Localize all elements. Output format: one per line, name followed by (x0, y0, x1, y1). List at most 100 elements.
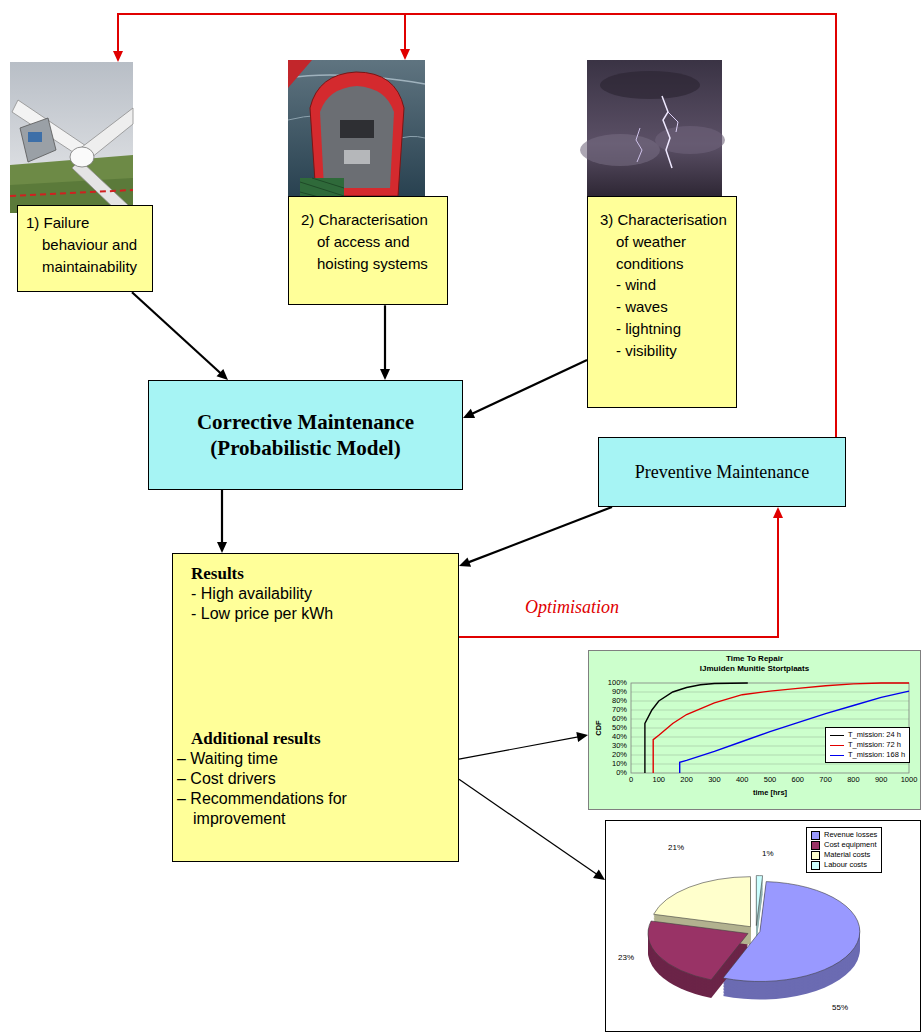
percent-label: 1% (762, 849, 774, 859)
result-item: – Cost drivers (177, 769, 389, 789)
legend-row: Cost equipment (811, 840, 877, 850)
input-box: 2) Characterisation of access and hoisti… (288, 60, 448, 305)
legend-text: Labour costs (824, 860, 867, 870)
connector (463, 360, 587, 418)
connector-line (472, 360, 587, 414)
tick-label: 30% (599, 741, 627, 751)
tick-label: 70% (599, 705, 627, 715)
legend-row: T_mission: 168 h (830, 750, 905, 760)
tick-label: 900 (866, 775, 896, 785)
result-item: – Recommendations for improvement (177, 789, 389, 829)
legend-row: Revenue losses (811, 830, 877, 840)
grid-line (631, 719, 909, 720)
pie-tops (648, 876, 860, 982)
legend-text: Material costs (824, 850, 870, 860)
pie-chart-box: 21% 1% 23% 55% Revenue lossesCost equipmentM… (605, 820, 921, 1032)
result-item: – Waiting time (177, 749, 389, 769)
axis-label: CDF (594, 718, 604, 738)
legend-row: Labour costs (811, 860, 877, 870)
tick-label: 100 (644, 775, 674, 785)
connector (113, 14, 836, 437)
input-box: 1) Failure behaviour and maintainability (10, 62, 153, 292)
percent-label: 23% (618, 953, 634, 963)
boat-photo (288, 60, 425, 200)
axis-label: time [hrs] (631, 788, 909, 798)
connector (459, 507, 783, 637)
results-box: Results- High availability- Low price pe… (172, 553, 459, 862)
pie-slice (756, 876, 762, 926)
section-heading: Results (191, 564, 450, 584)
connector-line (468, 507, 612, 562)
tick-label: 90% (599, 687, 627, 697)
input-title: 2) Characterisation of access and hoisti… (317, 209, 443, 274)
tick-label: 800 (838, 775, 868, 785)
connector (459, 779, 605, 880)
arrow-head (593, 870, 605, 880)
connector (380, 305, 390, 380)
tick-label: 60% (599, 714, 627, 724)
box-title: Corrective Maintenance (Probabilistic Mo… (161, 409, 450, 462)
legend-text: Cost equipment (824, 840, 877, 850)
input-box: 3) Characterisation of weather condition… (587, 60, 737, 408)
turbine-photo (10, 62, 133, 213)
connector-line (459, 737, 578, 759)
result-item: - High availability (191, 584, 450, 603)
tick-label: 20% (599, 750, 627, 760)
section-heading: Additional results (191, 729, 450, 749)
chart-title: Time To Repair (589, 654, 920, 664)
result-item: - Low price per kWh (191, 604, 450, 623)
connector (459, 507, 612, 567)
legend-line (830, 735, 844, 736)
tick-label: 40% (599, 732, 627, 742)
text-panel: 2) Characterisation of access and hoisti… (288, 196, 448, 305)
edge-label: Optimisation (525, 598, 619, 618)
pie-slice (648, 921, 748, 980)
arrow-head (576, 732, 588, 742)
list-item: - waves (616, 296, 732, 318)
arrow-head (217, 369, 229, 380)
tick-label: 300 (699, 775, 729, 785)
legend-swatch (811, 831, 820, 840)
legend-row: Material costs (811, 850, 877, 860)
connector (217, 490, 227, 553)
legend-line (830, 755, 844, 756)
percent-label: 21% (668, 843, 684, 853)
connector-line (459, 779, 597, 874)
arrow-head (773, 507, 783, 518)
process-box: Preventive Maintenance (598, 437, 846, 507)
pie-sides (648, 877, 860, 999)
input-title: 3) Characterisation of weather condition… (616, 209, 732, 274)
arrow-head (459, 557, 471, 566)
connector-line (118, 14, 836, 437)
arrow-head (463, 409, 475, 418)
arrow-head (400, 49, 410, 60)
legend-swatch (811, 861, 820, 870)
arrow-head (217, 542, 227, 553)
connector (459, 732, 588, 759)
legend-text: T_mission: 168 h (848, 750, 905, 760)
legend-text: T_mission: 72 h (848, 740, 901, 750)
legend-row: T_mission: 24 h (830, 730, 905, 740)
list-item: - lightning (616, 318, 732, 340)
chart-legend: Revenue lossesCost equipmentMaterial cos… (806, 827, 882, 873)
tick-label: 10% (599, 759, 627, 769)
connector-line (384, 305, 386, 370)
tick-label: 500 (755, 775, 785, 785)
tick-label: 400 (727, 775, 757, 785)
legend-text: T_mission: 24 h (848, 730, 901, 740)
connector-line (405, 14, 836, 437)
chart-legend: T_mission: 24 hT_mission: 72 hT_mission:… (825, 727, 910, 763)
arrow-head (380, 369, 390, 380)
tick-label: 0 (616, 775, 646, 785)
tick-label: 80% (599, 696, 627, 706)
lightning-photo (580, 60, 725, 200)
tick-label: 100% (599, 678, 627, 688)
text-panel: 1) Failure behaviour and maintainability (17, 205, 153, 292)
process-box: Corrective Maintenance (Probabilistic Mo… (148, 380, 463, 490)
input-title: 1) Failure behaviour and maintainability (42, 212, 148, 277)
legend-swatch (811, 841, 820, 850)
tick-label: 50% (599, 723, 627, 733)
tick-label: 700 (811, 775, 841, 785)
percent-label: 55% (832, 1003, 848, 1013)
